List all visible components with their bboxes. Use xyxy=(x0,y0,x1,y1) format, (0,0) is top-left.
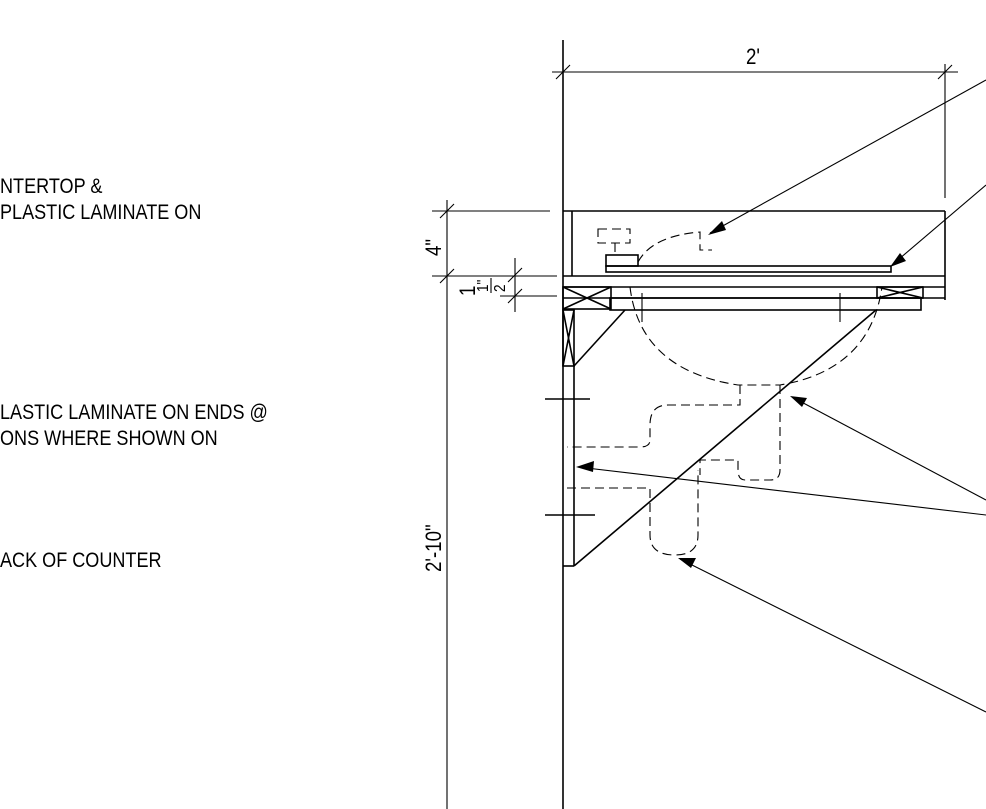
note-countertop-line2: PLASTIC LAMINATE ON xyxy=(0,201,202,224)
wall-ticks xyxy=(545,398,595,516)
blocking xyxy=(562,286,924,367)
note-countertop: NTERTOP & PLASTIC LAMINATE ON xyxy=(0,174,201,226)
bracket xyxy=(563,309,877,567)
vertical-dimensions: 4" 1 1" 2 2'-10" xyxy=(423,200,557,809)
note-laminate-ends-line1: LASTIC LAMINATE ON ENDS @ xyxy=(0,401,268,424)
substrate-dimension-numerator: 1" xyxy=(475,280,492,292)
note-back-of-counter: ACK OF COUNTER xyxy=(0,548,162,574)
top-width-label: 2' xyxy=(746,46,760,70)
note-countertop-line1: NTERTOP & xyxy=(0,175,103,198)
faucet xyxy=(597,228,712,267)
support-rail xyxy=(609,297,922,311)
p-trap xyxy=(567,385,781,556)
counter-height-label: 2'-10" xyxy=(423,524,447,572)
note-back-of-counter-line1: ACK OF COUNTER xyxy=(0,549,162,572)
leader-arrows xyxy=(576,79,986,713)
top-width-dimension: 2' xyxy=(552,46,958,198)
substrate-dimension-denominator: 2 xyxy=(492,284,509,292)
countertop-thickness-label: 4" xyxy=(423,239,447,256)
substrate-dimension-whole: 1 xyxy=(457,286,481,296)
note-laminate-ends: LASTIC LAMINATE ON ENDS @ ONS WHERE SHOW… xyxy=(0,400,268,452)
sink-clips xyxy=(641,293,841,322)
sink-bowl xyxy=(629,286,883,386)
note-laminate-ends-line2: ONS WHERE SHOWN ON xyxy=(0,427,218,450)
sink-rim xyxy=(605,265,892,273)
